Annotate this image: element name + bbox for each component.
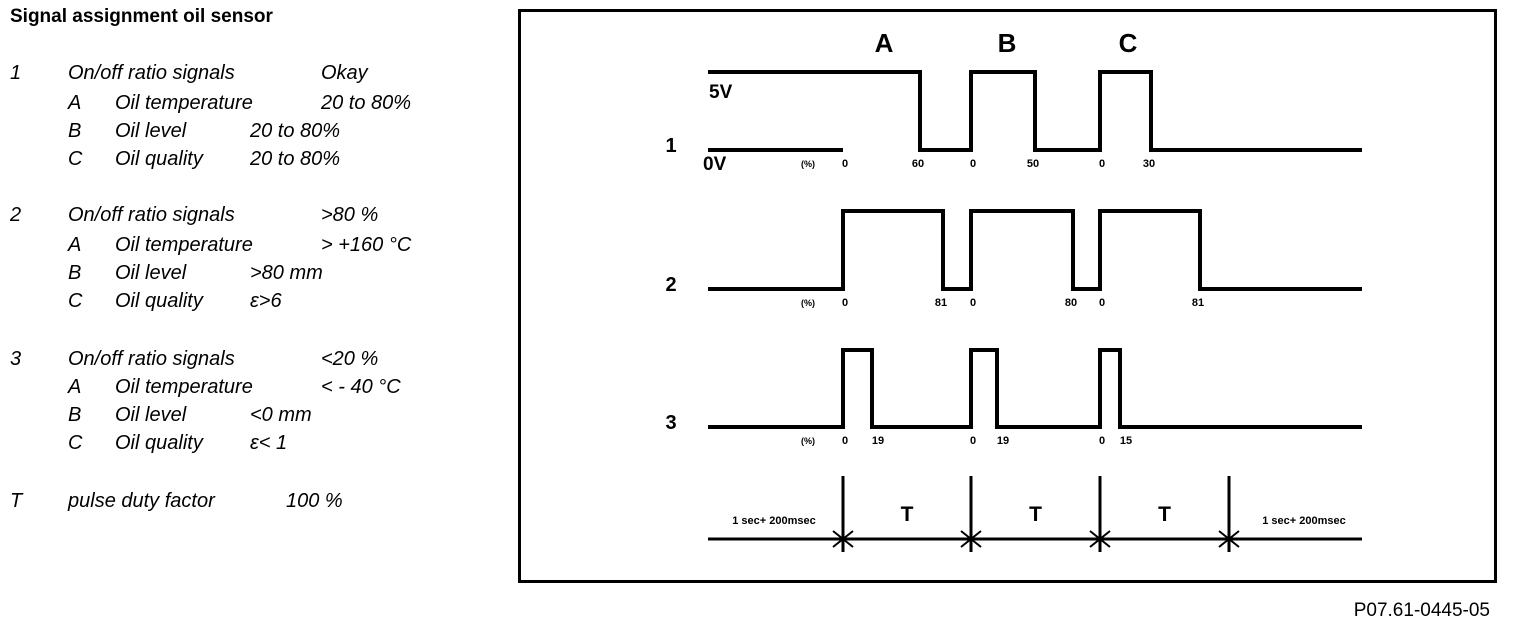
- group-1-b-name: Oil level: [115, 120, 187, 142]
- group-3-status: <20 %: [321, 348, 379, 370]
- page-title: Signal assignment oil sensor: [10, 6, 273, 27]
- group-1-status: Okay: [321, 62, 368, 84]
- t-row-label: pulse duty factor: [68, 490, 215, 512]
- trace-2-waveform: [708, 209, 1362, 291]
- trace-2-tick-start: 0: [1099, 297, 1105, 309]
- group-3-a-value: < - 40 °C: [321, 376, 401, 398]
- diagram-header-b: B: [998, 28, 1017, 58]
- diagram-header-c: C: [1119, 28, 1138, 58]
- trace-2-tick-end: 81: [1192, 297, 1204, 309]
- t-row-value: 100 %: [286, 490, 343, 512]
- side-label-right: 1 sec+ 200msec: [1262, 515, 1346, 527]
- group-2-b-letter: B: [68, 262, 82, 284]
- trace-3-tick-end: 15: [1120, 435, 1132, 447]
- trace-1-label: 1: [665, 135, 676, 157]
- t-row-letter: T: [10, 490, 23, 512]
- trace-3-label: 3: [665, 412, 676, 434]
- trace-3-tick-start: 0: [842, 435, 848, 447]
- group-2-status: >80 %: [321, 204, 379, 226]
- group-2-c-name: Oil quality: [115, 290, 203, 312]
- level-low-label: 0V: [703, 154, 727, 175]
- figure-code: P07.61-0445-05: [1353, 600, 1490, 621]
- group-2-b-name: Oil level: [115, 262, 187, 284]
- group-3-b-letter: B: [68, 404, 82, 426]
- trace-3-tick-end: 19: [872, 435, 884, 447]
- group-3-c-value: ε< 1: [250, 432, 288, 454]
- group-2-c-letter: C: [68, 290, 83, 312]
- group-1-heading: On/off ratio signals: [68, 62, 235, 84]
- trace-2-tick-start: 0: [842, 297, 848, 309]
- timing-arrowheads: [1218, 530, 1240, 548]
- timing-arrowheads: [960, 530, 982, 548]
- trace-1-tick-start: 0: [1099, 158, 1105, 170]
- trace-1-tick-start: 0: [842, 158, 848, 170]
- timing-arrowheads: [832, 530, 854, 548]
- trace-3-waveform: [708, 348, 1362, 429]
- trace-3-unit: (%): [801, 436, 815, 446]
- group-1-c-letter: C: [68, 148, 83, 170]
- group-2-a-value: > +160 °C: [321, 234, 412, 256]
- trace-1-tick-end: 60: [912, 158, 924, 170]
- timing-arrowheads: [1089, 530, 1111, 548]
- trace-3-tick-start: 0: [970, 435, 976, 447]
- level-high-label: 5V: [709, 82, 733, 103]
- group-1-a-letter: A: [68, 92, 82, 114]
- period-label: T: [1029, 503, 1042, 526]
- group-3-a-letter: A: [68, 376, 82, 398]
- side-label-left: 1 sec+ 200msec: [732, 515, 816, 527]
- group-2-b-value: >80 mm: [250, 262, 323, 284]
- group-1-c-value: 20 to 80%: [250, 148, 341, 170]
- group-3-b-value: <0 mm: [250, 404, 312, 426]
- group-2-a-name: Oil temperature: [115, 234, 253, 256]
- diagram-frame: [518, 9, 1497, 583]
- trace-1-tick-end: 30: [1143, 158, 1155, 170]
- trace-2-tick-start: 0: [970, 297, 976, 309]
- group-2-number: 2: [10, 204, 22, 226]
- group-3-c-letter: C: [68, 432, 83, 454]
- trace-2-tick-end: 81: [935, 297, 947, 309]
- group-3-number: 3: [10, 348, 22, 370]
- period-label: T: [901, 503, 914, 526]
- group-3-b-name: Oil level: [115, 404, 187, 426]
- trace-1-tick-end: 50: [1027, 158, 1039, 170]
- diagram-header-a: A: [875, 28, 894, 58]
- trace-1-waveform: [708, 70, 1362, 152]
- group-1-a-value: 20 to 80%: [321, 92, 412, 114]
- group-3-a-name: Oil temperature: [115, 376, 253, 398]
- group-1-b-value: 20 to 80%: [250, 120, 341, 142]
- group-3-c-name: Oil quality: [115, 432, 203, 454]
- group-1-b-letter: B: [68, 120, 82, 142]
- group-2-a-letter: A: [68, 234, 82, 256]
- trace-1-tick-start: 0: [970, 158, 976, 170]
- group-2-c-value: ε>6: [250, 290, 282, 312]
- trace-1-unit: (%): [801, 159, 815, 169]
- trace-2-tick-end: 80: [1065, 297, 1077, 309]
- trace-3-tick-end: 19: [997, 435, 1009, 447]
- trace-3-tick-start: 0: [1099, 435, 1105, 447]
- trace-2-unit: (%): [801, 298, 815, 308]
- group-1-number: 1: [10, 62, 22, 84]
- group-1-a-name: Oil temperature: [115, 92, 253, 114]
- group-1-c-name: Oil quality: [115, 148, 203, 170]
- group-2-heading: On/off ratio signals: [68, 204, 235, 226]
- period-label: T: [1158, 503, 1171, 526]
- group-3-heading: On/off ratio signals: [68, 348, 235, 370]
- trace-2-label: 2: [665, 274, 676, 296]
